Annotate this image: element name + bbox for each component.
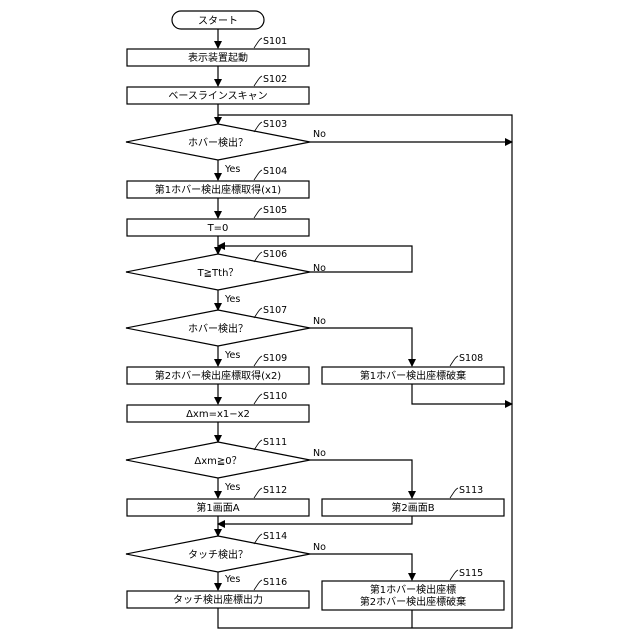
- process-s102: ベースラインスキャン: [127, 87, 309, 104]
- s114-no-label: No: [313, 542, 326, 553]
- edge-s114-no: [310, 554, 412, 580]
- process-s108: 第1ホバー検出座標破棄: [322, 367, 504, 384]
- s109-label: 第2ホバー検出座標取得(x2): [155, 369, 282, 382]
- step-s114-text: S114: [263, 531, 287, 542]
- step-s105: S105: [254, 205, 287, 218]
- s103-no-label: No: [313, 129, 326, 140]
- step-s104: S104: [254, 166, 287, 180]
- process-s101: 表示装置起動: [127, 49, 309, 66]
- step-s116: S116: [254, 577, 287, 590]
- s112-label: 第1画面A: [196, 501, 239, 514]
- step-s107: S107: [254, 305, 287, 318]
- step-s115: S115: [450, 568, 483, 580]
- s111-no-label: No: [313, 448, 326, 459]
- s102-label: ベースラインスキャン: [168, 90, 267, 102]
- step-s111-text: S111: [263, 437, 287, 448]
- edge-s111-no: [310, 460, 412, 498]
- s106-yes-label: Yes: [224, 294, 240, 305]
- s114-yes-label: Yes: [224, 574, 240, 585]
- edge-s108-return: [412, 384, 512, 404]
- s107-yes-label: Yes: [224, 350, 240, 361]
- step-s106: S106: [254, 249, 287, 262]
- step-s109-text: S109: [263, 353, 287, 364]
- start-node: スタート: [172, 11, 264, 29]
- s111-yes-label: Yes: [224, 482, 240, 493]
- process-s113: 第2画面B: [322, 499, 504, 516]
- step-s107-text: S107: [263, 305, 287, 316]
- step-s103-text: S103: [263, 119, 287, 130]
- s116-label: タッチ検出座標出力: [173, 593, 263, 606]
- s107-label: ホバー検出？: [188, 322, 248, 335]
- step-s106-text: S106: [263, 249, 287, 260]
- step-s102-text: S102: [263, 74, 287, 85]
- step-s109: S109: [254, 353, 287, 366]
- s106-label: T≧Tth？: [197, 268, 239, 279]
- step-s102: S102: [254, 74, 287, 86]
- step-s112-text: S112: [263, 485, 287, 496]
- step-s103: S103: [254, 119, 287, 132]
- step-s111: S111: [254, 437, 287, 450]
- s114-label: タッチ検出？: [188, 548, 248, 561]
- edge-s107-no: [310, 328, 412, 366]
- s107-no-label: No: [313, 316, 326, 327]
- step-s101: S101: [254, 36, 287, 48]
- step-s108-text: S108: [459, 353, 483, 364]
- process-s110: Δxm=x1−x2: [127, 405, 309, 422]
- process-s115: 第1ホバー検出座標 第2ホバー検出座標破棄: [322, 581, 504, 610]
- s103-label: ホバー検出？: [188, 136, 248, 149]
- step-s110: S110: [254, 391, 287, 404]
- step-s114: S114: [254, 531, 287, 544]
- start-label: スタート: [198, 15, 238, 27]
- process-s116: タッチ検出座標出力: [127, 591, 309, 608]
- s111-label: Δxm≧0？: [194, 456, 241, 467]
- s113-label: 第2画面B: [391, 501, 434, 514]
- step-s108: S108: [450, 353, 483, 366]
- step-s115-text: S115: [459, 568, 483, 579]
- step-s113: S113: [450, 485, 483, 498]
- process-s112: 第1画面A: [127, 499, 309, 516]
- s103-yes-label: Yes: [224, 164, 240, 175]
- s105-label: T=0: [207, 223, 229, 234]
- s115-label-line1: 第1ホバー検出座標: [370, 583, 456, 596]
- process-s104: 第1ホバー検出座標取得(x1): [127, 181, 309, 198]
- s110-label: Δxm=x1−x2: [186, 409, 250, 420]
- step-s116-text: S116: [263, 577, 287, 588]
- s104-label: 第1ホバー検出座標取得(x1): [155, 183, 282, 196]
- s108-label: 第1ホバー検出座標破棄: [360, 369, 466, 382]
- edge-s113-merge: [218, 516, 412, 524]
- s115-label-line2: 第2ホバー検出座標破棄: [360, 595, 466, 608]
- s106-no-label: No: [313, 263, 326, 274]
- step-s101-text: S101: [263, 36, 287, 47]
- step-s113-text: S113: [459, 485, 483, 496]
- s101-label: 表示装置起動: [188, 51, 248, 64]
- process-s105: T=0: [127, 219, 309, 236]
- step-s112: S112: [254, 485, 287, 498]
- step-s104-text: S104: [263, 166, 287, 177]
- step-s105-text: S105: [263, 205, 287, 216]
- step-s110-text: S110: [263, 391, 287, 402]
- process-s109: 第2ホバー検出座標取得(x2): [127, 367, 309, 384]
